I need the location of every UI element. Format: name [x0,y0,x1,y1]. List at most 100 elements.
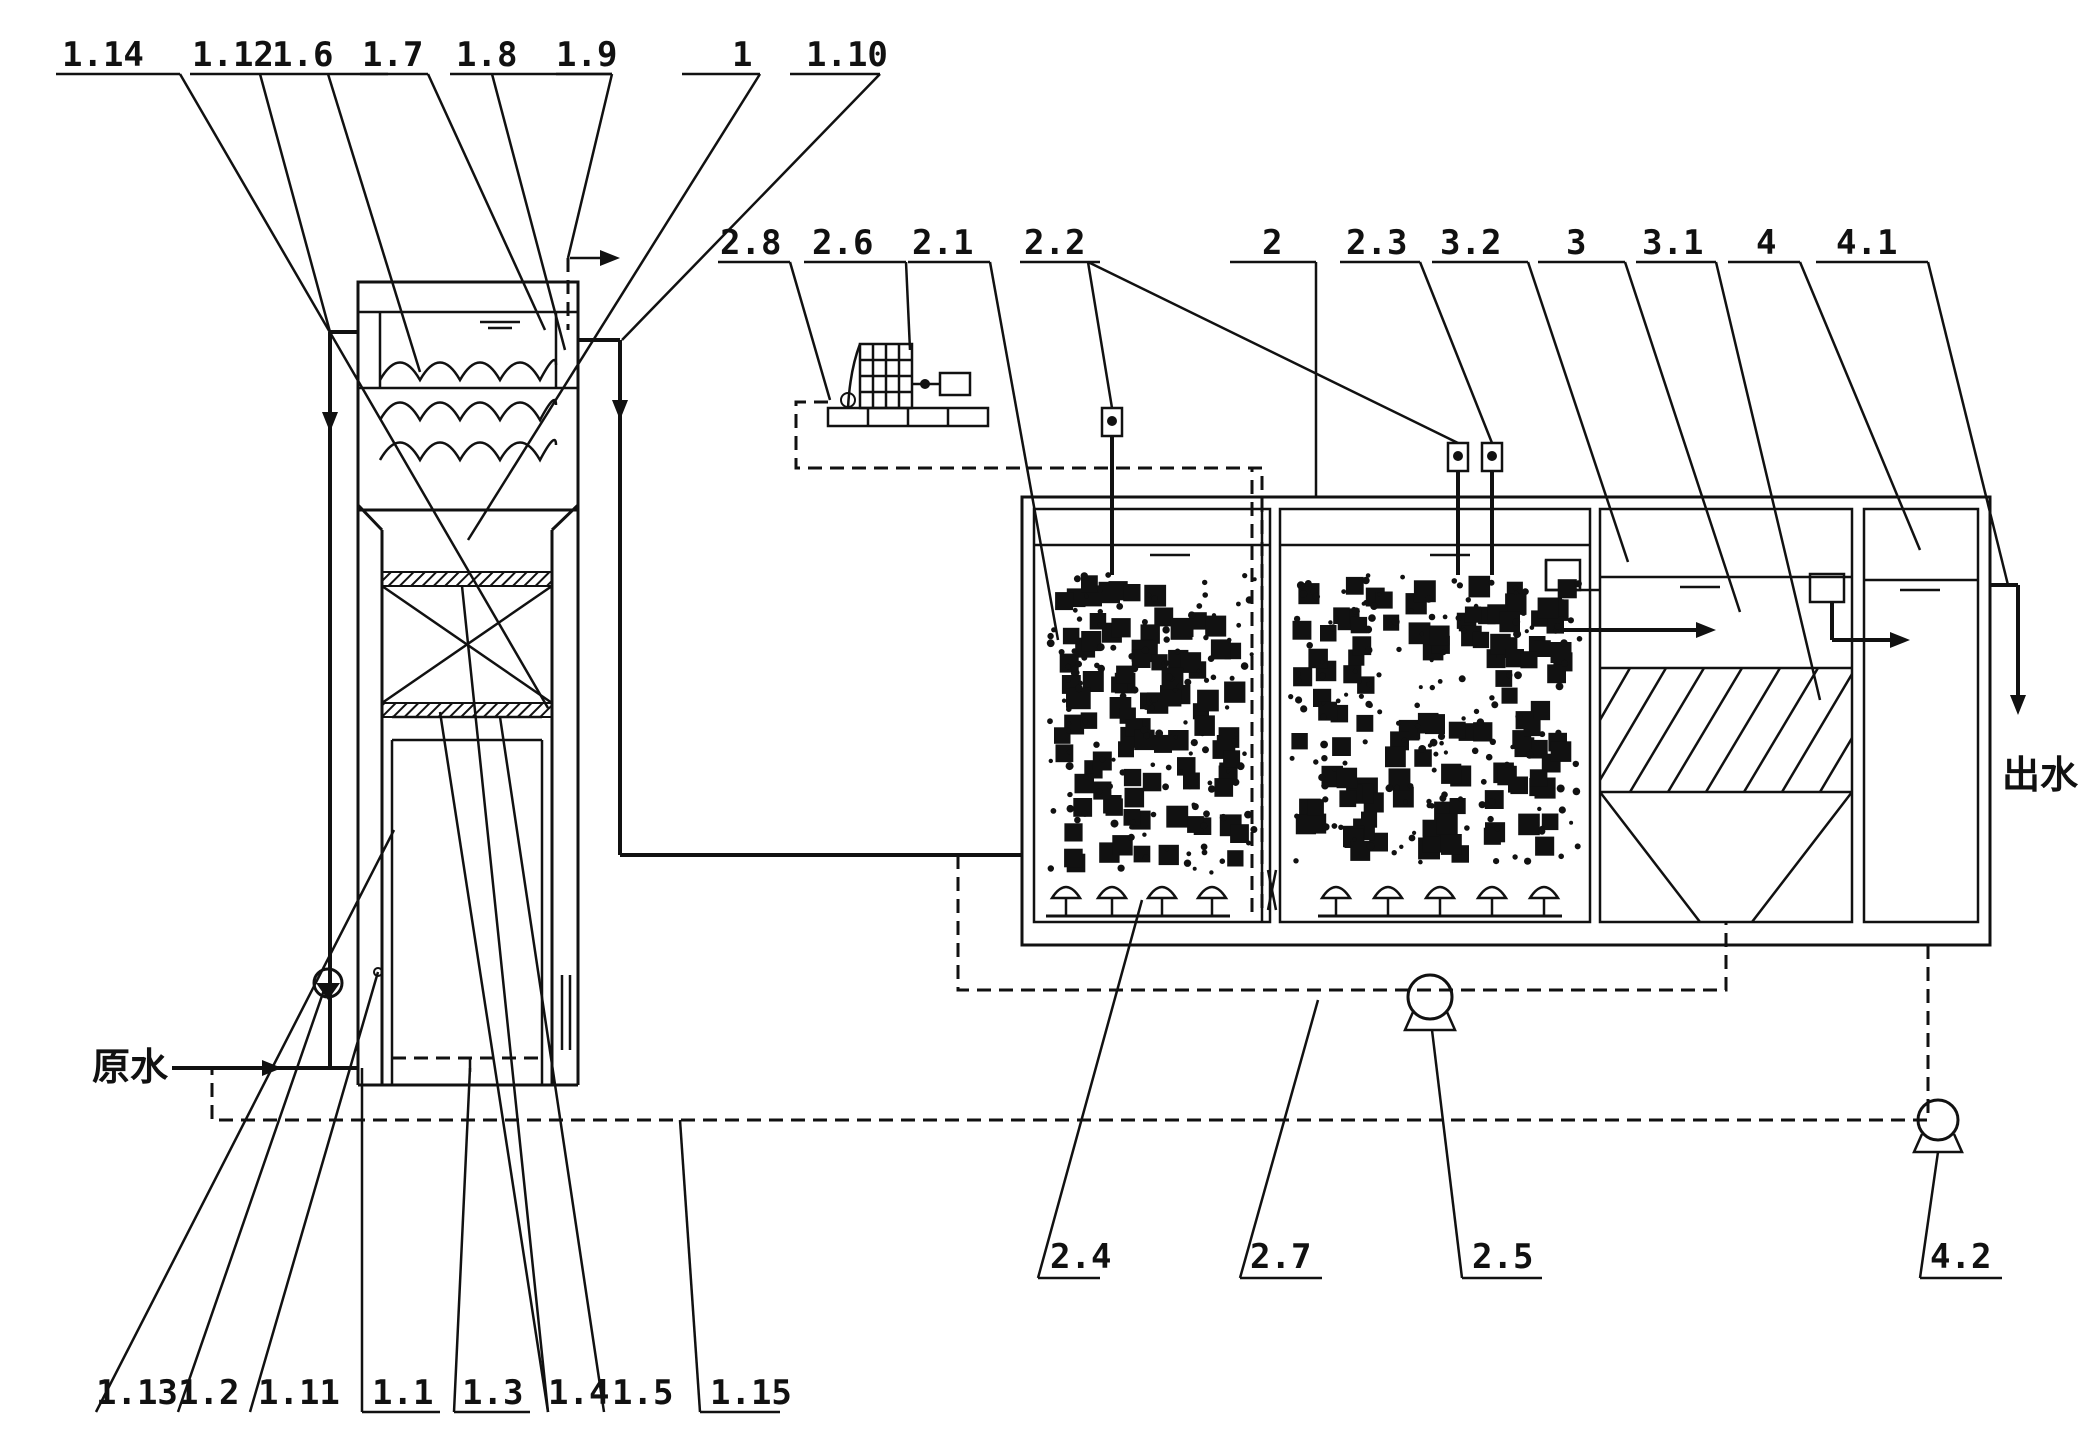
media-block [1422,819,1440,837]
media-block [1547,664,1566,684]
biofilm-dot [1071,648,1078,654]
biofilm-dot [1295,696,1303,704]
media-block [1448,721,1466,739]
diffuser-head [1319,885,1353,916]
media-block [1385,746,1406,768]
biofilm-dot [1201,849,1208,856]
biofilm-dot [1084,593,1089,599]
biofilm-dot [1320,713,1327,721]
biofilm-dot [1117,864,1125,872]
biofilm-dot [1061,698,1067,703]
biofilm-dot [1456,582,1463,589]
label-1-1: 1.1 [372,1373,433,1413]
media-block [1223,750,1241,768]
biofilm-dot [1512,585,1519,591]
media-block [1074,773,1094,794]
media-block [1483,827,1501,845]
biofilm-dot [1246,840,1251,846]
biofilm-dot [1538,827,1546,835]
biofilm-dot [1058,649,1065,655]
biofilm-dot [1331,766,1338,772]
biofilm-dot [1455,615,1462,621]
diffuser-head [1095,885,1129,916]
label-1-14: 1.14 [62,35,144,75]
biofilm-dot [1556,784,1565,793]
biofilm-dot [1148,704,1155,712]
biofilm-dot [1186,851,1192,857]
biofilm-dot [1129,819,1136,825]
media-block [1187,816,1204,833]
biofilm-dot [1558,853,1564,860]
biofilm-dot [1097,608,1104,615]
biofilm-dot [1110,644,1117,651]
biofilm-dot [1129,825,1134,830]
biofilm-dot [1296,581,1305,590]
biofilm-dot [1429,658,1434,663]
media-block [1557,579,1577,599]
biofilm-dot [1188,751,1193,756]
biofilm-dot [1567,617,1574,624]
media-block [1529,769,1548,787]
biofilm-dot [1050,808,1057,814]
label-2-5: 2.5 [1472,1237,1533,1277]
biofilm-dot [1365,700,1373,708]
biofilm-dot [1072,607,1078,613]
media-block [1339,790,1357,808]
diffuser-head [1195,885,1229,916]
biofilm-dot [1066,678,1071,683]
biofilm-dot [1520,610,1527,616]
label-1-5: 1.5 [612,1373,673,1413]
label-1-4: 1.4 [548,1373,609,1413]
biofilm-dot [1224,705,1230,710]
biofilm-dot [1184,678,1192,686]
label-1-15: 1.15 [710,1373,792,1413]
biofilm-dot [1408,834,1416,842]
biofilm-dot [1196,603,1203,609]
media-block [1081,575,1098,593]
biofilm-dot [1399,844,1404,849]
biofilm-dot [1522,588,1529,595]
diffuser-head [1145,885,1179,916]
biofilm-dot [1407,783,1414,789]
media-block [1508,776,1525,793]
biofilm-dot [1437,679,1443,684]
media-block [1343,665,1362,684]
biofilm-dot [1366,842,1375,851]
media-block [1390,731,1409,751]
biofilm-dot [1320,659,1325,665]
packing-scallops [378,358,558,463]
biofilm-dot [1047,865,1055,872]
biofilm-dot [1207,780,1213,786]
label-2-8: 2.8 [720,223,781,263]
biofilm-dot [1362,576,1370,585]
biofilm-dot [1321,781,1329,790]
biofilm-dot [1046,639,1055,648]
biofilm-dot [1439,794,1447,802]
biofilm-dot [1047,632,1054,640]
biofilm-dot [1510,744,1515,750]
label-2-4: 2.4 [1050,1237,1111,1277]
media-block [1464,606,1482,623]
biofilm-dot [1244,810,1252,819]
biofilm-dot [1190,739,1198,747]
biofilm-dot [1242,573,1248,579]
biofilm-dot [1489,695,1495,701]
media-block [1123,584,1141,602]
biofilm-dot [1165,673,1173,681]
media-block [1197,689,1219,712]
biofilm-dot [1249,652,1254,657]
media-block [1414,749,1432,767]
media-block [1166,805,1189,828]
biofilm-dot [1164,847,1169,852]
biofilm-dot [1554,622,1561,630]
biofilm-dot [1363,599,1369,606]
biofilm-dot [1572,787,1581,796]
biofilm-dot [1539,731,1546,738]
biofilm-dot [1553,628,1559,634]
media-block [1123,768,1142,787]
biofilm-dot [1229,675,1235,681]
media-block [1123,809,1141,826]
biofilm-dot [1377,709,1383,715]
biofilm-dot [1202,746,1209,754]
label-1-7: 1.7 [362,35,423,75]
